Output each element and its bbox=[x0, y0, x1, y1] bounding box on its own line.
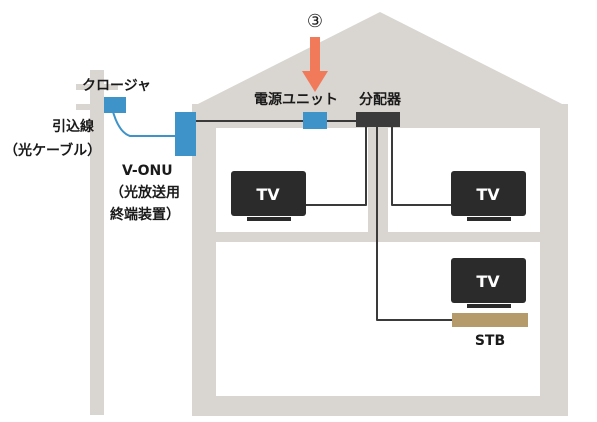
splitter-device bbox=[356, 112, 400, 127]
power-unit-device bbox=[303, 112, 327, 129]
tv-stand bbox=[467, 217, 511, 221]
cables bbox=[111, 107, 455, 321]
power-unit-label: 電源ユニット bbox=[254, 91, 338, 108]
cable-to-stb bbox=[376, 126, 453, 321]
onu-label-line2: （光放送用 bbox=[110, 184, 180, 201]
tv-lower: TV bbox=[451, 258, 526, 308]
tv-upper-left: TV bbox=[231, 171, 306, 221]
drop-cable-label-line2: （光ケーブル） bbox=[4, 142, 101, 159]
tv-lower-label: TV bbox=[476, 272, 500, 291]
onu-label-line1: V-ONU bbox=[122, 163, 173, 179]
tv-screen bbox=[451, 171, 526, 216]
cable-to-tv-upper-right bbox=[391, 126, 455, 206]
tv-stand bbox=[467, 304, 511, 308]
splitter-label: 分配器 bbox=[359, 92, 402, 108]
closure-label: クロージャ bbox=[82, 78, 151, 94]
v-onu-device bbox=[175, 112, 196, 156]
tv-screen bbox=[451, 258, 526, 303]
onu-label-line3: 終端装置） bbox=[110, 206, 180, 223]
step-marker: ③ bbox=[307, 11, 323, 32]
tv-upper-right-label: TV bbox=[476, 185, 500, 204]
stb-device bbox=[452, 313, 528, 327]
down-arrow-icon bbox=[302, 37, 328, 92]
tv-upper-left-label: TV bbox=[256, 185, 280, 204]
cable-to-tv-upper-left bbox=[306, 126, 367, 206]
tv-screen bbox=[231, 171, 306, 216]
drop-cable-label-line1: 引込線 bbox=[52, 118, 94, 135]
tv-stand bbox=[247, 217, 291, 221]
closure-device bbox=[104, 97, 126, 113]
utility-pole bbox=[76, 70, 118, 415]
house-roof bbox=[192, 12, 568, 107]
stb-label: STB bbox=[475, 333, 505, 349]
tv-upper-right: TV bbox=[451, 171, 526, 221]
